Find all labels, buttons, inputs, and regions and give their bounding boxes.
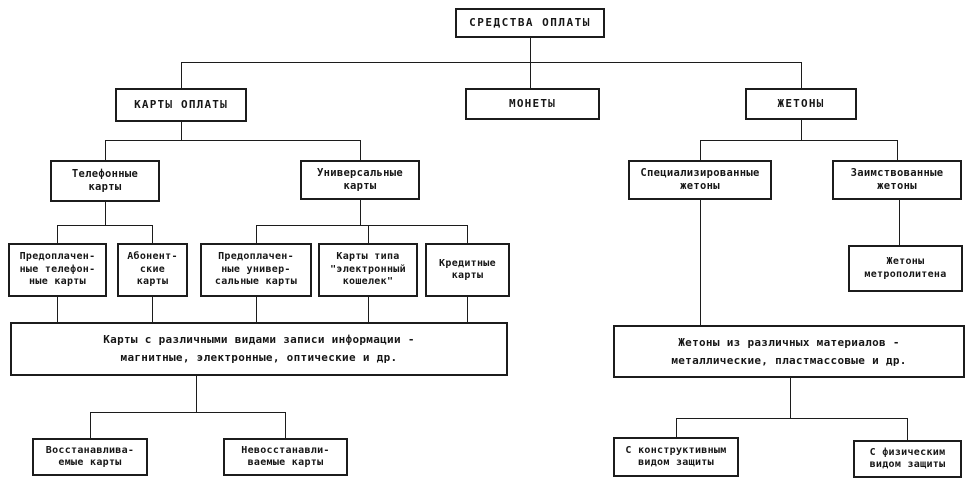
node-label: Восстанавлива- емые карты xyxy=(45,444,135,469)
node-label: Телефонные карты xyxy=(71,167,139,193)
connector-line xyxy=(285,412,286,438)
connector-line xyxy=(196,376,197,412)
connector-line xyxy=(181,122,182,140)
node-nonrenewable-cards: Невосстанавли- ваемые карты xyxy=(223,438,348,476)
connector-line xyxy=(368,225,369,243)
node-subscriber-cards: Абонент- ские карты xyxy=(117,243,188,297)
connector-line xyxy=(152,297,153,322)
connector-line xyxy=(700,140,701,160)
node-label: Невосстанавли- ваемые карты xyxy=(241,444,330,469)
connector-line xyxy=(256,225,257,243)
connector-line xyxy=(801,120,802,140)
node-ewallet-cards: Карты типа "электронный кошелек" xyxy=(318,243,418,297)
node-constructive-protection: С конструктивным видом защиты xyxy=(613,437,739,477)
connector-line xyxy=(57,297,58,322)
node-label: С физическим видом защиты xyxy=(869,446,946,471)
connector-line xyxy=(57,225,152,226)
connector-line xyxy=(105,140,106,160)
connector-line xyxy=(467,225,468,243)
node-prepaid-universal-cards: Предоплачен- ные универ- сальные карты xyxy=(200,243,312,297)
node-universal-cards: Универсальные карты xyxy=(300,160,420,200)
node-label: МОНЕТЫ xyxy=(509,97,556,111)
connector-line xyxy=(676,418,677,437)
connector-line xyxy=(467,297,468,322)
node-label: Кредитные карты xyxy=(439,257,496,282)
connector-line xyxy=(181,62,182,88)
connector-line xyxy=(105,140,360,141)
node-label: Предоплачен- ные телефон- ные карты xyxy=(19,251,96,288)
node-tokens: ЖЕТОНЫ xyxy=(745,88,857,120)
node-specialized-tokens: Специализированные жетоны xyxy=(628,160,772,200)
connector-line xyxy=(57,225,58,243)
connector-line xyxy=(676,418,907,419)
node-label: Карты типа "электронный кошелек" xyxy=(330,251,406,288)
node-label: Универсальные карты xyxy=(316,166,404,192)
node-label: ЖЕТОНЫ xyxy=(777,97,825,111)
node-cards-record-types: Карты с различными видами записи информа… xyxy=(10,322,508,376)
node-tokens-materials: Жетоны из различных материалов - металли… xyxy=(613,325,965,378)
node-phone-cards: Телефонные карты xyxy=(50,160,160,202)
node-credit-cards: Кредитные карты xyxy=(425,243,510,297)
connector-line xyxy=(368,297,369,322)
node-label: Специализированные жетоны xyxy=(640,166,760,192)
node-metro-tokens: Жетоны метрополитена xyxy=(848,245,963,292)
node-label: Заимствованные жетоны xyxy=(850,166,944,192)
node-label: Жетоны метрополитена xyxy=(864,256,947,280)
connector-line xyxy=(181,62,801,63)
connector-line xyxy=(360,140,361,160)
node-payment-cards: КАРТЫ ОПЛАТЫ xyxy=(115,88,247,122)
node-borrowed-tokens: Заимствованные жетоны xyxy=(832,160,962,200)
node-coins: МОНЕТЫ xyxy=(465,88,600,120)
node-label: Жетоны из различных материалов - металли… xyxy=(671,335,907,367)
node-prepaid-phone-cards: Предоплачен- ные телефон- ные карты xyxy=(8,243,107,297)
connector-line xyxy=(360,200,361,225)
node-label: С конструктивным видом защиты xyxy=(625,444,727,469)
node-label: Предоплачен- ные универ- сальные карты xyxy=(214,251,298,288)
connector-line xyxy=(801,62,802,88)
connector-line xyxy=(256,225,467,226)
connector-line xyxy=(530,38,531,88)
connector-line xyxy=(897,140,898,160)
connector-line xyxy=(152,225,153,243)
connector-line xyxy=(105,202,106,225)
connector-line xyxy=(256,297,257,322)
connector-line xyxy=(907,418,908,440)
connector-line xyxy=(899,200,900,245)
node-payment-means: СРЕДСТВА ОПЛАТЫ xyxy=(455,8,605,38)
connector-line xyxy=(90,412,285,413)
node-physical-protection: С физическим видом защиты xyxy=(853,440,962,478)
connector-line xyxy=(700,200,701,325)
node-renewable-cards: Восстанавлива- емые карты xyxy=(32,438,148,476)
node-label: Абонент- ские карты xyxy=(127,251,178,288)
connector-line xyxy=(700,140,897,141)
node-label: СРЕДСТВА ОПЛАТЫ xyxy=(469,16,591,30)
connector-line xyxy=(90,412,91,438)
node-label: Карты с различными видами записи информа… xyxy=(103,333,415,364)
connector-line xyxy=(790,378,791,418)
node-label: КАРТЫ ОПЛАТЫ xyxy=(134,98,228,112)
